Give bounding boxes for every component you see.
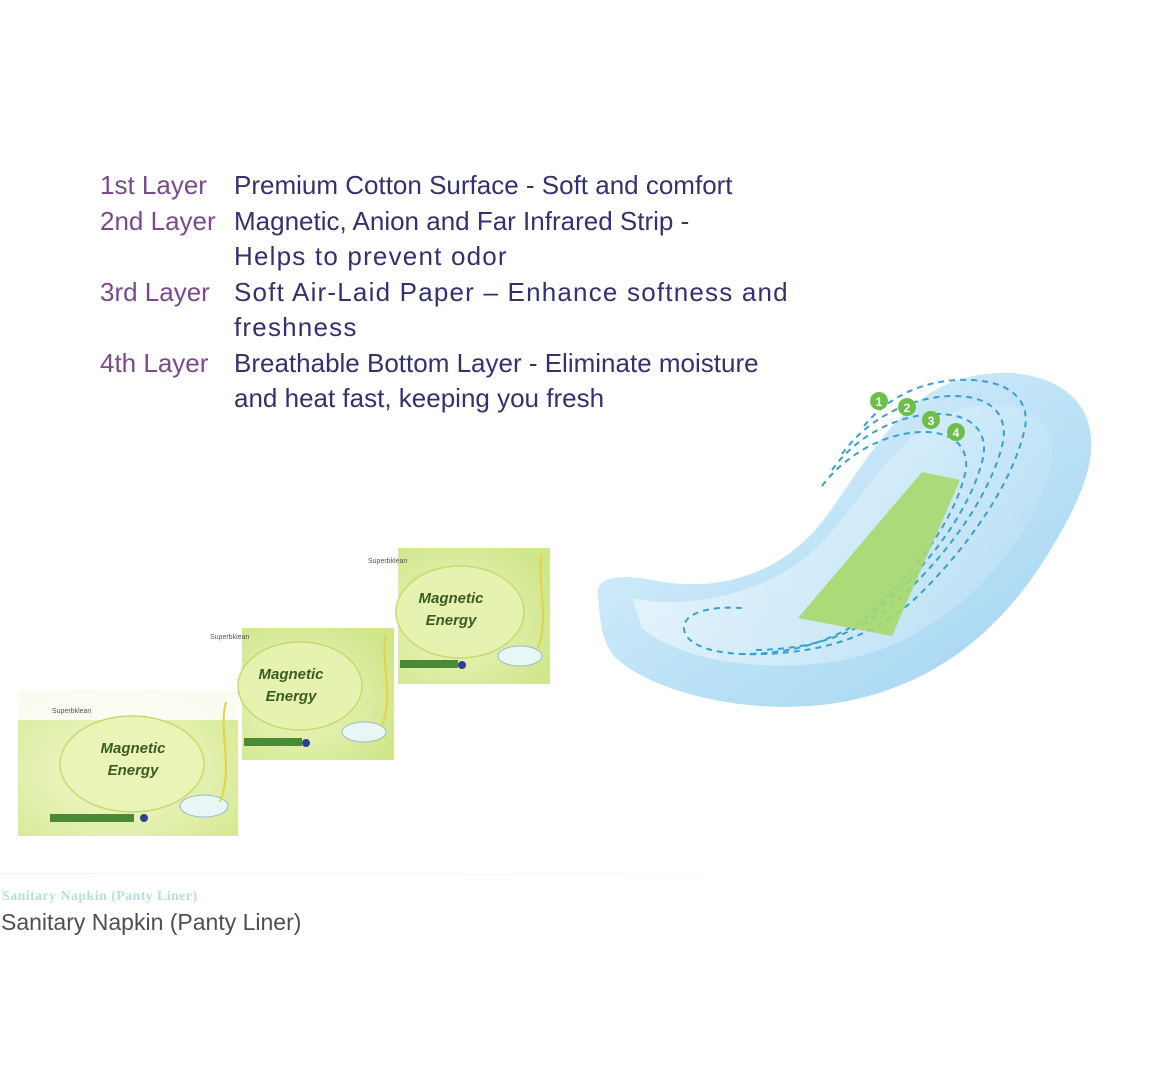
description-line: Magnetic, Anion and Far Infrared Strip - xyxy=(234,205,690,236)
layer-row-3: 3rd Layer Soft Air-Laid Paper – Enhance … xyxy=(100,275,830,346)
divider xyxy=(0,873,1110,874)
layer-row-4: 4th Layer Breathable Bottom Layer - Elim… xyxy=(100,346,830,417)
package-title: Magnetic Energy xyxy=(258,666,324,705)
pad-shape xyxy=(597,372,1092,707)
layer-description: Premium Cotton Surface - Soft and comfor… xyxy=(234,168,830,204)
package-title: Magnetic Energy xyxy=(418,590,484,629)
marker-2: 2 xyxy=(898,398,916,416)
marker-3: 3 xyxy=(922,411,940,429)
layer-description: Breathable Bottom Layer - Eliminate mois… xyxy=(234,346,830,417)
description-line: Helps to prevent odor xyxy=(234,241,508,271)
marker-label: 2 xyxy=(904,401,911,415)
description-line: Breathable Bottom Layer - Eliminate mois… xyxy=(234,347,759,378)
description-line: Soft Air-Laid Paper – Enhance softness a… xyxy=(234,276,789,307)
pad-layer-diagram: 1 2 3 4 xyxy=(597,372,1092,707)
marker-4: 4 xyxy=(947,423,965,441)
package-brand: Superbklean xyxy=(210,634,250,641)
package-brand: Superbklean xyxy=(52,708,92,715)
layer-label: 1st Layer xyxy=(100,170,207,200)
description-line: Premium Cotton Surface - Soft and comfor… xyxy=(234,170,733,200)
layer-row-2: 2nd Layer Magnetic, Anion and Far Infrar… xyxy=(100,204,830,275)
layer-description: Magnetic, Anion and Far Infrared Strip -… xyxy=(234,204,830,275)
product-package-back: Superbklean Magnetic Energy xyxy=(328,520,560,685)
package-box xyxy=(18,690,238,836)
marker-label: 1 xyxy=(876,395,883,409)
description-line: and heat fast, keeping you fresh xyxy=(234,383,605,413)
package-box xyxy=(395,548,550,684)
magnetic-strip xyxy=(798,472,960,636)
layer-description: Soft Air-Laid Paper – Enhance softness a… xyxy=(234,275,830,346)
caption-faint: Sanitary Napkin (Panty Liner) xyxy=(2,889,198,904)
package-box xyxy=(237,628,394,760)
layer-markers: 1 2 3 4 xyxy=(870,392,965,441)
marker-label: 3 xyxy=(928,414,935,428)
product-package-middle: Superbklean Magnetic Energy xyxy=(170,598,402,763)
layer-label: 4th Layer xyxy=(100,347,209,378)
package-brand: Superbklean xyxy=(368,558,408,565)
product-caption: Sanitary Napkin (Panty Liner) xyxy=(1,909,302,935)
marker-1: 1 xyxy=(870,392,888,410)
layer-label: 2nd Layer xyxy=(100,205,216,236)
layer-row-1: 1st Layer Premium Cotton Surface - Soft … xyxy=(100,168,830,204)
layer-descriptions: 1st Layer Premium Cotton Surface - Soft … xyxy=(100,168,830,417)
layer-label: 3rd Layer xyxy=(100,276,210,307)
marker-label: 4 xyxy=(953,426,960,440)
description-line: freshness xyxy=(234,312,358,342)
package-title: Magnetic Energy xyxy=(100,740,166,779)
product-package-front: Superbklean Magnetic Energy xyxy=(12,672,244,837)
